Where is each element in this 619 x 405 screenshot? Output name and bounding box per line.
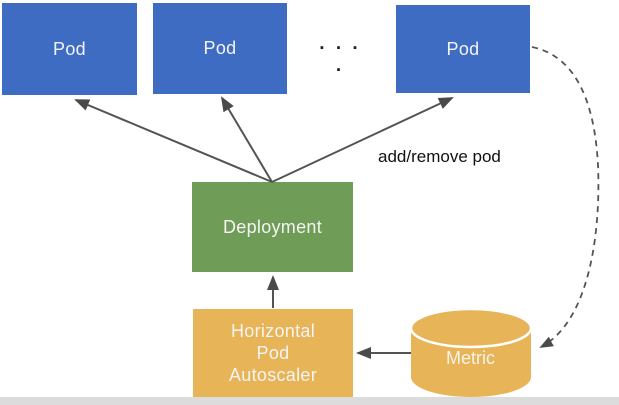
more-pods-ellipsis: ∙ ∙ ∙ ∙ <box>319 38 361 81</box>
hpa-label-line-2: Pod <box>256 343 290 363</box>
deployment-label: Deployment <box>222 216 323 237</box>
hpa-label-line-1: Horizontal <box>230 321 316 341</box>
pod-node-2-label: Pod <box>203 38 237 58</box>
arrow-deployment-to-pod-1 <box>74 99 273 183</box>
pod-node-3: Pod <box>396 5 530 93</box>
pod-node-3-label: Pod <box>446 38 480 59</box>
add-remove-pod-annotation: add/remove pod <box>378 147 501 166</box>
metric-label: Metric <box>446 348 495 368</box>
deployment-node: Deployment <box>192 182 353 272</box>
pod-node-1: Pod <box>2 3 137 95</box>
pod-node-2: Pod <box>153 3 287 94</box>
hpa-label: Horizontal Pod Autoscaler <box>229 320 317 386</box>
hpa-label-line-3: Autoscaler <box>228 365 318 385</box>
pod-node-1-label: Pod <box>53 38 86 59</box>
arrow-deployment-to-pod-2 <box>220 96 273 183</box>
arrow-pod-to-metric-dashed <box>531 46 600 348</box>
arrow-deployment-to-pod-3 <box>271 97 454 183</box>
hpa-node: Horizontal Pod Autoscaler <box>193 309 353 397</box>
bottom-edge-strip <box>0 397 619 405</box>
